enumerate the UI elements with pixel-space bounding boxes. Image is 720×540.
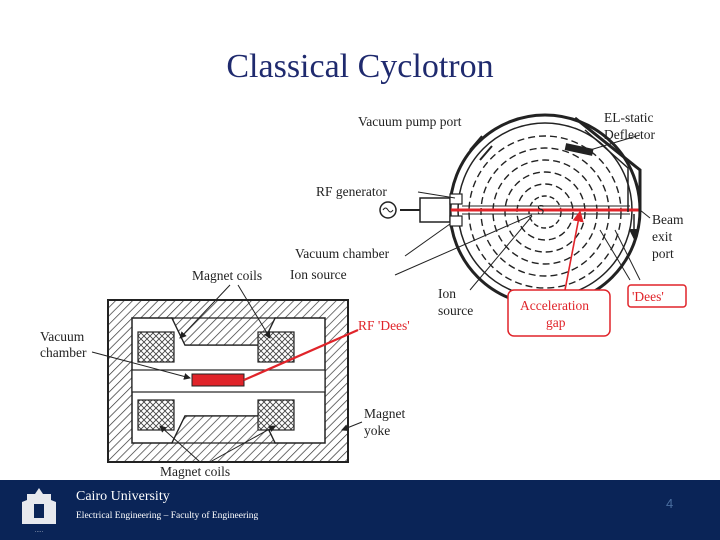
page-number: 4: [666, 496, 674, 511]
svg-text:port: port: [652, 246, 674, 261]
svg-text:Vacuum: Vacuum: [40, 329, 85, 344]
slide-title: Classical Cyclotron: [226, 48, 494, 85]
svg-text:RF generator: RF generator: [316, 184, 387, 199]
magnet-coil: [137, 399, 175, 431]
svg-text:EL-static: EL-static: [604, 110, 653, 125]
university-logo-icon: ·····: [22, 488, 56, 535]
cyclotron-diagram: S Vacuum pump port EL-static Deflector R…: [40, 110, 687, 479]
svg-text:Magnet coils: Magnet coils: [160, 464, 230, 479]
dees-box: [627, 284, 687, 308]
svg-text:Vacuum pump port: Vacuum pump port: [358, 114, 462, 129]
svg-text:Beam: Beam: [652, 212, 684, 227]
cyclotron-top-view: S Vacuum pump port EL-static Deflector R…: [290, 110, 687, 337]
magnet-coil: [257, 399, 295, 431]
acceleration-gap-box: [507, 289, 611, 337]
university-name: Cairo University: [76, 489, 170, 504]
svg-text:Ion: Ion: [438, 286, 456, 301]
faculty-name: Electrical Engineering – Faculty of Engi…: [76, 511, 259, 521]
magnet-coil: [257, 331, 295, 363]
footer-bar: ····· Cairo University Electrical Engine…: [0, 480, 720, 540]
svg-text:chamber: chamber: [40, 345, 87, 360]
svg-text:'Dees': 'Dees': [632, 289, 664, 304]
svg-text:Magnet coils: Magnet coils: [192, 268, 262, 283]
svg-text:exit: exit: [652, 229, 672, 244]
rf-dees: [191, 373, 245, 387]
magnet-cross-section: Magnet coils RF 'Dees' Vacuum chamber Ma…: [40, 268, 410, 479]
svg-text:source: source: [438, 303, 473, 318]
svg-text:Deflector: Deflector: [604, 127, 655, 142]
svg-text:yoke: yoke: [364, 423, 390, 438]
svg-text:RF 'Dees': RF 'Dees': [358, 318, 410, 333]
svg-text:gap: gap: [546, 315, 566, 330]
svg-text:Vacuum chamber: Vacuum chamber: [295, 246, 390, 261]
magnet-coil: [137, 331, 175, 363]
s-marker: S: [537, 202, 545, 217]
svg-text:Ion source: Ion source: [290, 267, 347, 282]
svg-text:·····: ·····: [35, 529, 44, 535]
svg-text:Magnet: Magnet: [364, 406, 405, 421]
svg-text:Acceleration: Acceleration: [520, 298, 589, 313]
